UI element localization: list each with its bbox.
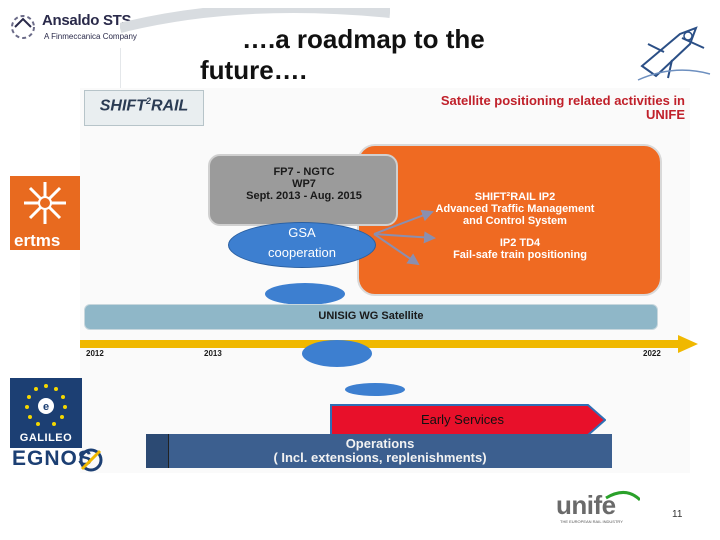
page-number: 11 — [672, 509, 683, 520]
ip2-td4-text: IP2 TD4 Fail-safe train positioning — [453, 237, 587, 261]
decorative-stripe — [120, 8, 390, 138]
galileo-label: GALILEO — [19, 432, 73, 444]
gsa-cooperation-ellipse — [228, 222, 376, 268]
operations-bar — [146, 434, 612, 468]
galileo-logo: e GALILEO — [10, 378, 82, 448]
shift2rail-logo-text: SHIFT2RAIL — [99, 96, 189, 115]
early-services-arrow — [330, 404, 606, 436]
title-line-2: future…. — [200, 55, 307, 85]
unisig-wg-satellite-bar — [84, 304, 658, 330]
unife-logo-icon — [605, 491, 640, 502]
ip2-box-text: SHIFT²RAIL IP2 Advanced Traffic Manageme… — [435, 191, 595, 227]
title-line-1: ….a roadmap to the — [242, 24, 485, 54]
fp7-ngtc-box — [208, 154, 398, 226]
shift2rail-ip2-box — [357, 144, 662, 296]
figure-heading: Satellite positioning related activities… — [440, 93, 685, 122]
timeline-tick: 2022 — [643, 349, 661, 358]
operations-bar-segment — [146, 434, 169, 468]
timeline-arrow — [80, 335, 698, 353]
galileo-stars-icon: e — [25, 384, 67, 426]
operations-label: Operations ( Incl. extensions, replenish… — [273, 436, 487, 465]
airplane-sketch-icon — [637, 26, 711, 81]
gsa-cooperation-label: GSA cooperation — [268, 225, 336, 260]
egnos-logo-icon — [79, 448, 103, 472]
ertms-label: ertms — [14, 231, 61, 250]
ertms-logo: ertms — [10, 176, 80, 250]
blue-ellipse — [345, 383, 405, 396]
timeline-tick: 2013 — [204, 349, 222, 358]
blue-ellipse — [265, 283, 345, 305]
shift2rail-logo: SHIFT2RAIL — [84, 90, 204, 126]
early-services-label: Early Services — [420, 412, 505, 427]
gsa-arrows — [373, 209, 436, 266]
page-title: ….a roadmap to the future…. — [200, 24, 540, 86]
egnos-logo: EGNOS — [12, 447, 93, 471]
company-name: Ansaldo STS — [42, 12, 132, 29]
fp7-box-text: FP7 - NGTC WP7 Sept. 2013 - Aug. 2015 — [246, 166, 362, 202]
unife-logo-text: unife — [556, 490, 616, 520]
ertms-logo-icon — [24, 182, 66, 224]
unife-logo-subtitle: THE EUROPEAN RAIL INDUSTRY — [560, 519, 623, 524]
company-subtitle: A Finmeccanica Company — [44, 32, 137, 41]
ansaldo-sts-logo: Ansaldo STS A Finmeccanica Company — [8, 10, 137, 54]
egnos-label: EGNOS — [12, 447, 93, 470]
ansaldo-logo-icon — [11, 15, 35, 39]
timeline-tick: 2012 — [86, 349, 104, 358]
svg-text:e: e — [43, 401, 49, 413]
unife-logo: unife THE EUROPEAN RAIL INDUSTRY — [556, 490, 640, 526]
blue-ellipse — [302, 340, 372, 367]
unisig-label: UNISIG WG Satellite — [318, 310, 424, 322]
